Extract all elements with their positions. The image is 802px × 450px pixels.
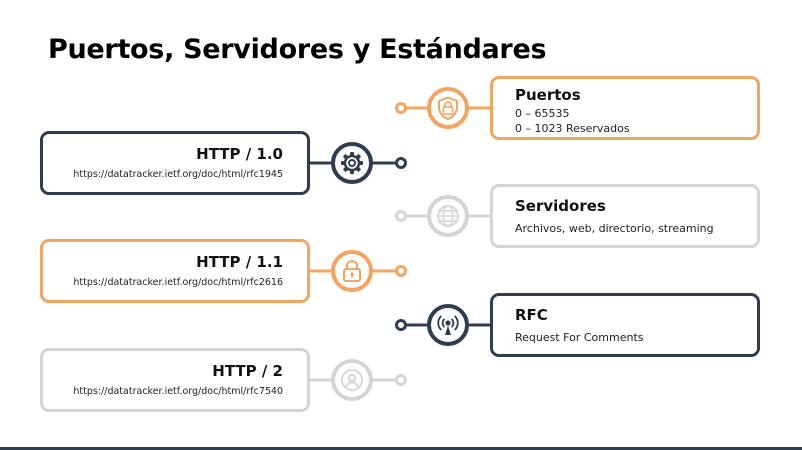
- card-heading: Servidores: [515, 197, 606, 215]
- card-heading: Puertos: [515, 86, 581, 104]
- card-servidores: Servidores Archivos, web, directorio, st…: [490, 184, 760, 248]
- card-line: 0 – 1023 Reservados: [515, 122, 630, 135]
- connector-dot: [395, 374, 407, 386]
- connector-dot: [395, 102, 407, 114]
- card-rfc: RFC Request For Comments: [490, 293, 760, 357]
- gear-icon: [331, 142, 373, 184]
- padlock-icon: [331, 250, 373, 292]
- card-puertos: Puertos 0 – 65535 0 – 1023 Reservados: [490, 76, 760, 140]
- card-heading: HTTP / 1.1: [196, 253, 283, 271]
- card-http-1-1: HTTP / 1.1 https://datatracker.ietf.org/…: [40, 239, 310, 303]
- card-heading: HTTP / 2: [212, 362, 283, 380]
- card-line: Request For Comments: [515, 331, 644, 344]
- slide-title: Puertos, Servidores y Estándares: [48, 34, 547, 65]
- shield-lock-icon: [427, 87, 469, 129]
- connector-dot: [395, 319, 407, 331]
- bottom-rule: [0, 447, 802, 450]
- card-http-1-0: HTTP / 1.0 https://datatracker.ietf.org/…: [40, 131, 310, 195]
- user-icon: [331, 359, 373, 401]
- card-url: https://datatracker.ietf.org/doc/html/rf…: [73, 386, 283, 397]
- antenna-icon: [427, 304, 469, 346]
- card-line: Archivos, web, directorio, streaming: [515, 222, 714, 235]
- card-url: https://datatracker.ietf.org/doc/html/rf…: [73, 277, 283, 288]
- card-heading: RFC: [515, 306, 548, 324]
- card-url: https://datatracker.ietf.org/doc/html/rf…: [73, 169, 283, 180]
- connector-dot: [395, 265, 407, 277]
- card-http-2: HTTP / 2 https://datatracker.ietf.org/do…: [40, 348, 310, 412]
- globe-icon: [427, 195, 469, 237]
- connector-dot: [395, 210, 407, 222]
- card-line: 0 – 65535: [515, 107, 570, 120]
- card-heading: HTTP / 1.0: [196, 145, 283, 163]
- connector-dot: [395, 157, 407, 169]
